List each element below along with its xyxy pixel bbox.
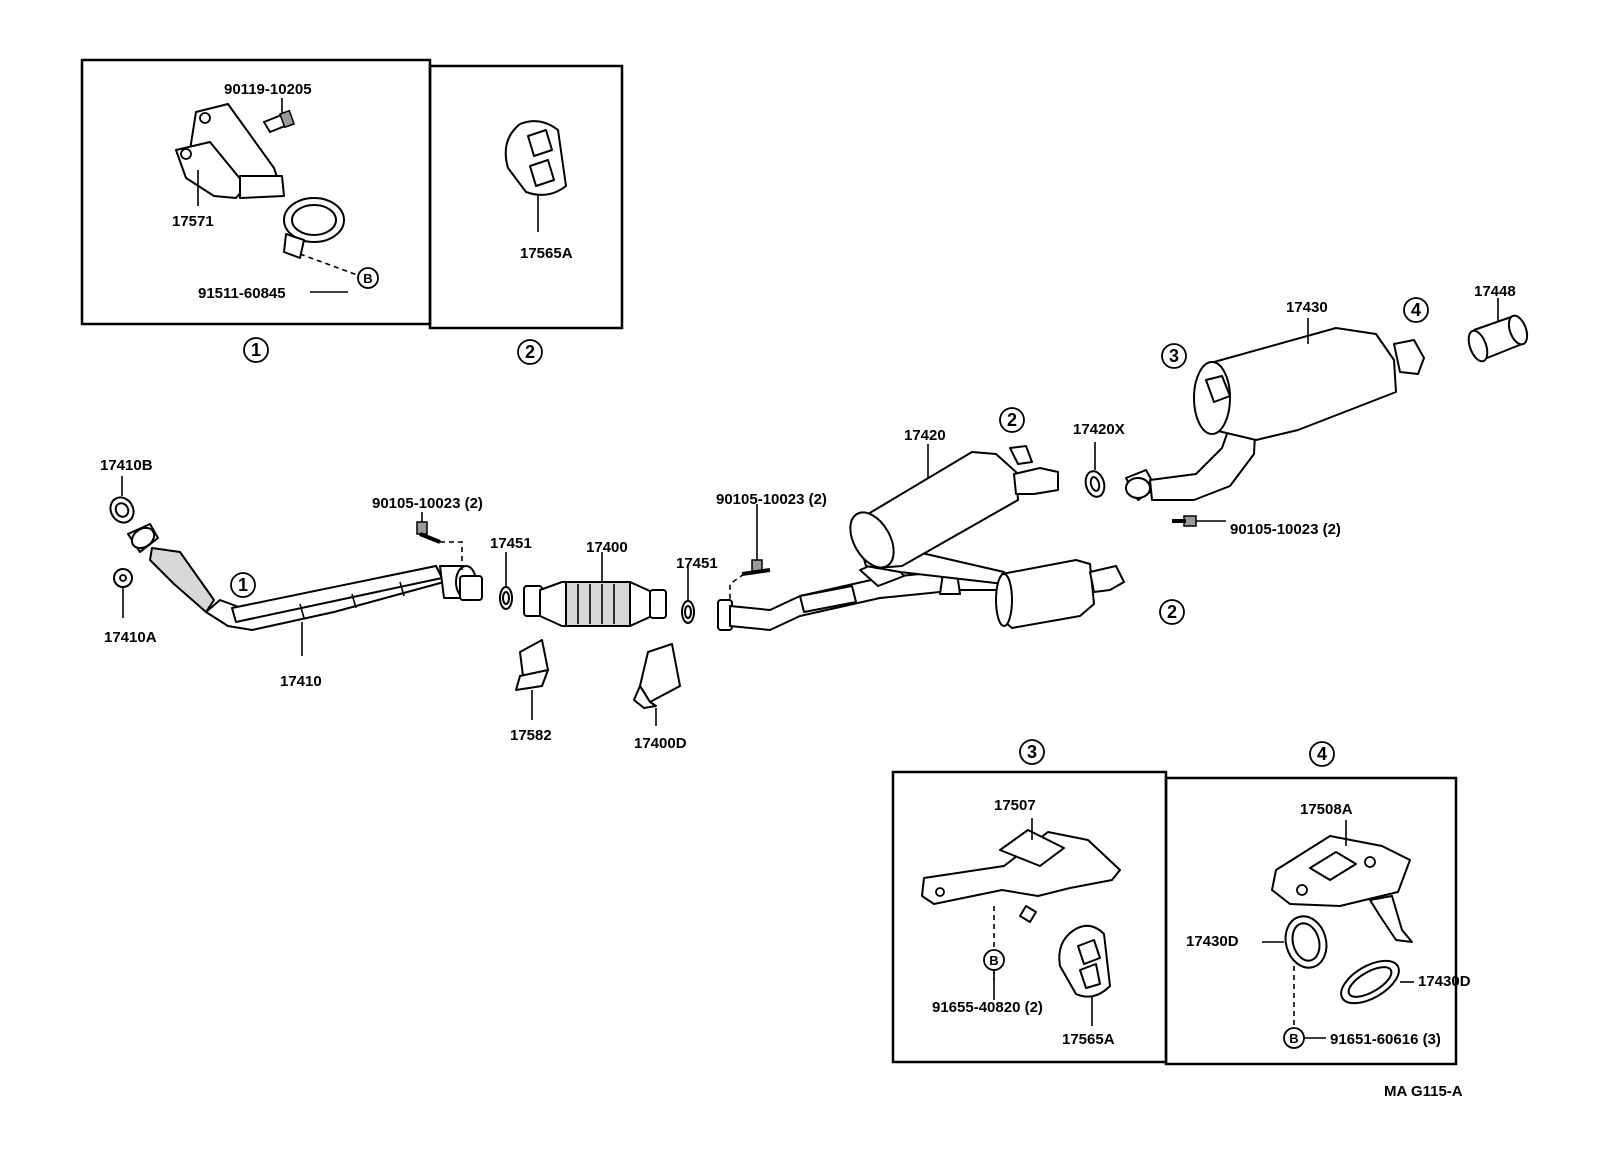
- ref-circle-4-over-box: 4: [1309, 741, 1335, 767]
- leader-dash-90105-right: [729, 573, 745, 604]
- label-17410: 17410: [280, 673, 322, 690]
- bolt-90105-right: [741, 504, 771, 576]
- svg-text:2: 2: [525, 342, 535, 362]
- label-17582: 17582: [510, 727, 552, 744]
- label-17565A-bottom: 17565A: [1062, 1031, 1115, 1048]
- svg-text:1: 1: [238, 575, 248, 595]
- gasket-17451-a: [499, 586, 513, 610]
- label-90119-10205: 90119-10205: [224, 81, 312, 98]
- svg-text:B: B: [989, 953, 998, 968]
- diagram-code: MA G115-A: [1384, 1083, 1463, 1100]
- svg-text:3: 3: [1027, 742, 1037, 762]
- tail-pipe-extension-17448: [1467, 314, 1529, 363]
- ref-circle-1-on-pipe: 1: [230, 572, 256, 598]
- inset-box-2: [428, 64, 624, 330]
- center-pipe-17420: [717, 445, 1125, 631]
- svg-text:1: 1: [251, 340, 261, 360]
- gasket-17420X: [1084, 470, 1106, 498]
- nut-17410A: [113, 568, 133, 588]
- exhaust-bracket-17571: [175, 103, 285, 199]
- bolt-90105-mid: [1172, 515, 1226, 527]
- label-17400D: 17400D: [634, 735, 687, 752]
- ref-circle-4-on-tailpipe: 4: [1403, 297, 1429, 323]
- label-17420: 17420: [904, 427, 946, 444]
- svg-text:4: 4: [1411, 300, 1421, 320]
- ref-circle-3-on-muffler: 3: [1161, 343, 1187, 369]
- bolt-marker-b-box4: B: [1283, 1027, 1305, 1049]
- inset-box-4: [1164, 776, 1458, 1066]
- svg-text:B: B: [1289, 1031, 1298, 1046]
- bolt-marker-b-box1: B: [357, 267, 379, 289]
- label-17430D-b: 17430D: [1418, 973, 1471, 990]
- bolt-marker-b-box3: B: [983, 949, 1005, 971]
- rubber-hanger-17565A-bottom: [1058, 924, 1111, 998]
- label-17410B: 17410B: [100, 457, 153, 474]
- label-90105-left: 90105-10023 (2): [372, 495, 483, 512]
- label-17430D-a: 17430D: [1186, 933, 1239, 950]
- gasket-17430D-b: [1340, 959, 1400, 1005]
- label-17448: 17448: [1474, 283, 1516, 300]
- exhaust-bracket-17508A: [1271, 835, 1413, 943]
- label-90105-right: 90105-10023 (2): [716, 491, 827, 508]
- heat-shield-17400D: [633, 643, 681, 709]
- label-17565A-top: 17565A: [520, 245, 573, 262]
- leader-dash-91511: [299, 253, 361, 277]
- ref-circle-2-under-box: 2: [517, 339, 543, 365]
- ref-circle-3-over-box: 3: [1019, 739, 1045, 765]
- bolt-90119-10205: [263, 98, 296, 133]
- heat-shield-17582: [515, 639, 549, 691]
- bolt-90105-left: [416, 512, 441, 544]
- label-90105-mid: 90105-10023 (2): [1230, 521, 1341, 538]
- svg-text:4: 4: [1317, 744, 1327, 764]
- svg-text:3: 3: [1169, 346, 1179, 366]
- label-17420X: 17420X: [1073, 421, 1125, 438]
- svg-text:2: 2: [1007, 410, 1017, 430]
- label-17451-b: 17451: [676, 555, 718, 572]
- leader-dash-90105-left: [440, 541, 463, 570]
- gasket-17410B: [109, 496, 135, 524]
- label-91511-60845: 91511-60845: [198, 285, 286, 302]
- label-17430: 17430: [1286, 299, 1328, 316]
- ref-circle-1-under-box: 1: [243, 337, 269, 363]
- rubber-hanger-17565A-top: [504, 120, 567, 196]
- label-17410A: 17410A: [104, 629, 157, 646]
- clamp-ring: [283, 197, 345, 259]
- front-pipe-17410: [127, 523, 483, 631]
- label-17571: 17571: [172, 213, 214, 230]
- label-17508A: 17508A: [1300, 801, 1353, 818]
- gasket-17430D-a: [1284, 915, 1328, 969]
- exhaust-bracket-17507: [921, 829, 1121, 923]
- gasket-17451-b: [681, 600, 695, 624]
- ref-circle-2-on-resonator: 2: [1159, 599, 1185, 625]
- svg-text:2: 2: [1167, 602, 1177, 622]
- label-17507: 17507: [994, 797, 1036, 814]
- label-17451-a: 17451: [490, 535, 532, 552]
- label-91655-40820: 91655-40820 (2): [932, 999, 1043, 1016]
- svg-text:B: B: [363, 271, 372, 286]
- label-91651-60616: 91651-60616 (3): [1330, 1031, 1441, 1048]
- tail-muffler-17430: [1125, 327, 1425, 501]
- catalytic-converter-17400: [523, 581, 667, 627]
- label-17400: 17400: [586, 539, 628, 556]
- ref-circle-2-on-muffler: 2: [999, 407, 1025, 433]
